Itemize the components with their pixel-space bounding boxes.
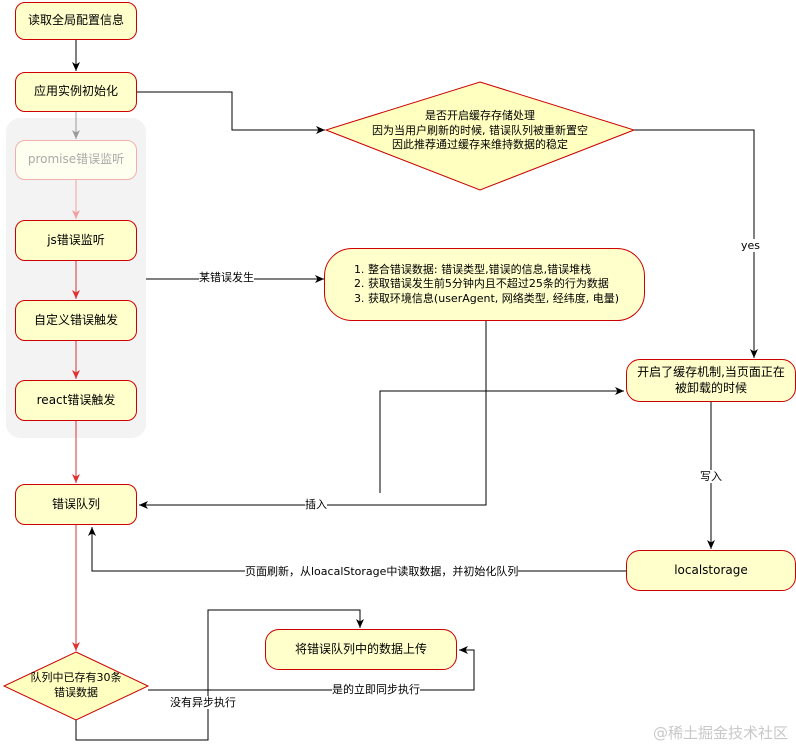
cache-decision-line3: 因此推荐通过缓存来维持数据的稳定	[392, 138, 568, 152]
read-config-label: 读取全局配置信息	[27, 13, 124, 28]
integrate-list: 整合错误数据: 错误类型,错误的信息,错误堆栈 获取错误发生前5分钟内且不超过2…	[350, 263, 619, 306]
edge-integrate-to-queue	[139, 321, 487, 509]
cache-decision-text: 是否开启缓存存储处理 因为当用户刷新的时候, 错误队列被重新置空 因此推荐通过缓…	[340, 100, 620, 162]
queue-check-line1: 队列中已存有30条	[30, 671, 122, 685]
custom-error-label: 自定义错误触发	[33, 312, 118, 327]
edge-label-write: 写入	[700, 470, 722, 484]
custom-error-node: 自定义错误触发	[15, 300, 137, 341]
edge-label-insert: 插入	[305, 498, 327, 512]
edge-check-to-upload-sync	[148, 646, 475, 691]
edge-queue-to-cache	[379, 387, 624, 493]
edge-label-async-exec: 没有异步执行	[170, 696, 236, 710]
queue-check-line2: 错误数据	[54, 686, 98, 699]
integrate-node: 整合错误数据: 错误类型,错误的信息,错误堆栈 获取错误发生前5分钟内且不超过2…	[324, 248, 645, 321]
cache-enabled-node: 开启了缓存机制,当页面正在被卸载的时候	[626, 359, 796, 402]
react-error-label: react错误触发	[36, 392, 116, 407]
watermark-text: @稀土掘金技术社区	[652, 724, 788, 742]
edge-label-refresh: 页面刷新，从loacalStorage中读取数据，并初始化队列	[245, 565, 519, 579]
edge-check-to-upload-async	[75, 609, 364, 741]
queue-check-text: 队列中已存有30条 错误数据	[20, 668, 132, 704]
edge-init-to-decision	[137, 91, 325, 134]
read-config-node: 读取全局配置信息	[15, 2, 137, 40]
promise-listen-label: promise错误监听	[27, 152, 125, 167]
localstorage-node: localstorage	[626, 550, 796, 591]
error-queue-label: 错误队列	[51, 496, 100, 511]
error-queue-node: 错误队列	[15, 484, 137, 525]
edge-label-error-occurs: 某错误发生	[199, 271, 254, 285]
js-listen-label: js错误监听	[47, 232, 105, 247]
localstorage-label: localstorage	[674, 562, 748, 577]
integrate-item: 整合错误数据: 错误类型,错误的信息,错误堆栈	[368, 263, 619, 277]
cache-decision-diamond	[324, 81, 636, 191]
app-init-node: 应用实例初始化	[15, 72, 137, 112]
app-init-label: 应用实例初始化	[33, 84, 118, 99]
integrate-item: 获取环境信息(userAgent, 网络类型, 经纬度, 电量)	[368, 292, 619, 306]
cache-decision-line1: 是否开启缓存存储处理	[425, 108, 535, 122]
cache-decision-line2: 因为当用户刷新的时候, 错误队列被重新置空	[372, 123, 588, 137]
edge-decision-to-cache	[634, 129, 758, 358]
upload-node: 将错误队列中的数据上传	[265, 629, 457, 670]
upload-label: 将错误队列中的数据上传	[294, 641, 427, 656]
integrate-item: 获取错误发生前5分钟内且不超过25条的行为数据	[368, 277, 619, 291]
react-error-node: react错误触发	[15, 380, 137, 421]
edge-label-yes: yes	[741, 239, 761, 253]
promise-listen-node: promise错误监听	[15, 140, 137, 180]
js-listen-node: js错误监听	[15, 220, 137, 261]
edge-label-sync-exec: 是的立即同步执行	[332, 683, 420, 697]
cache-enabled-label: 开启了缓存机制,当页面正在被卸载的时候	[637, 364, 785, 395]
